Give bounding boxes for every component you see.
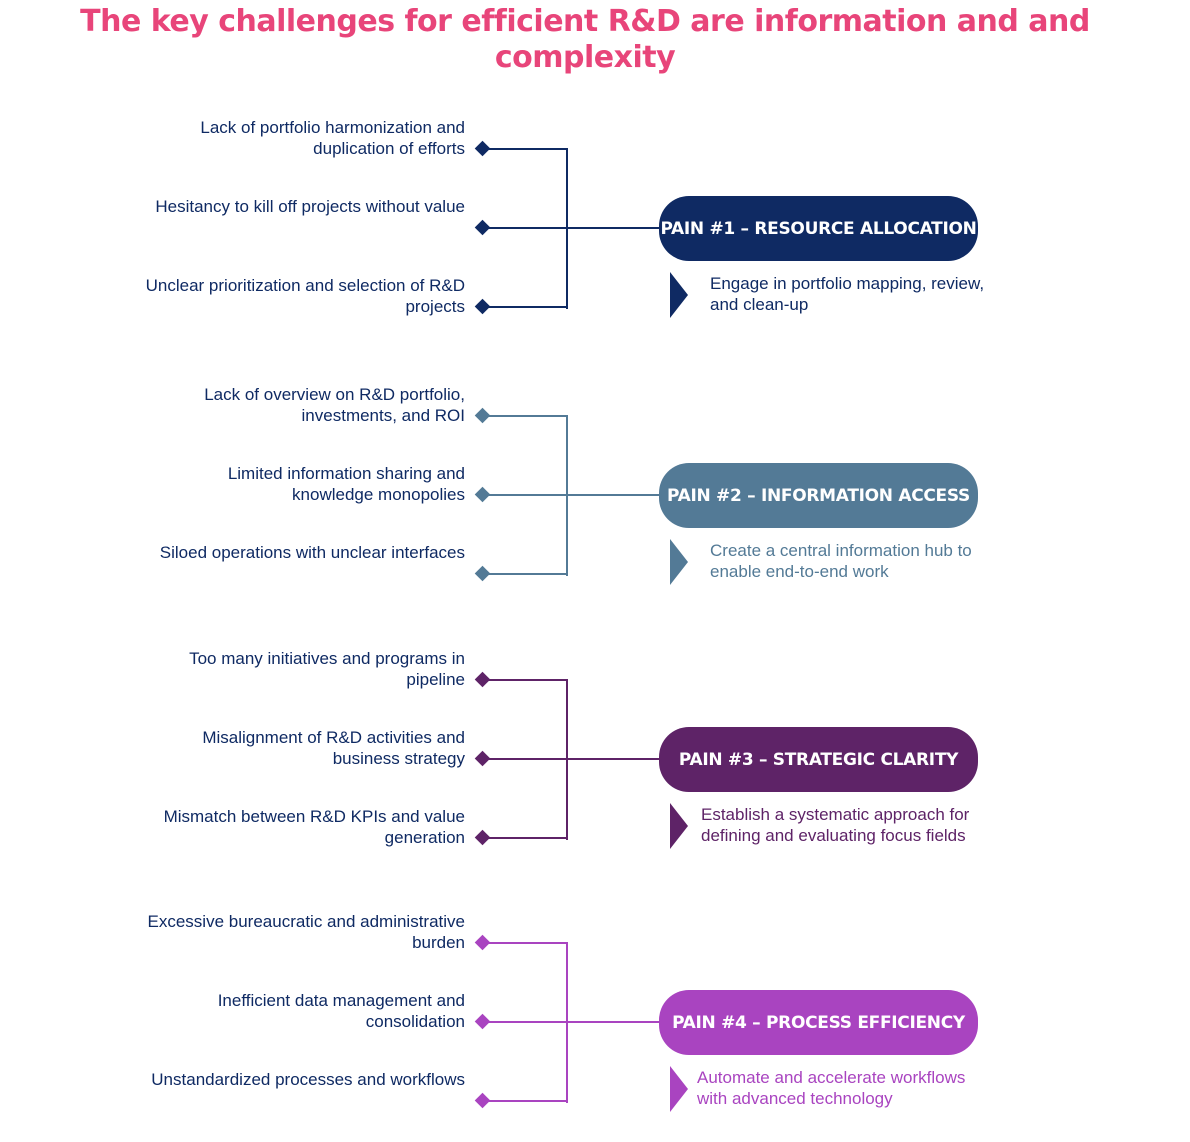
arrow-right-icon	[670, 539, 688, 585]
bracket-line	[566, 415, 568, 576]
bracket-line	[566, 148, 568, 309]
solution-text: Automate and accelerate workflows with a…	[697, 1068, 966, 1108]
connector-line	[485, 837, 568, 839]
connector-line	[485, 227, 660, 229]
connector-line	[485, 573, 568, 575]
connector-line	[485, 758, 660, 760]
arrow-right-icon	[670, 803, 688, 849]
connector-line	[485, 1021, 660, 1023]
arrow-right-icon	[670, 272, 688, 318]
connector-line	[485, 942, 568, 944]
connector-line	[485, 306, 568, 308]
pain-label: PAIN #1 – RESOURCE ALLOCATION	[659, 196, 978, 261]
arrow-right-icon	[670, 1066, 688, 1112]
challenge-item: Lack of portfolio harmonization and dupl…	[200, 118, 465, 158]
page-title: The key challenges for efficient R&D are…	[80, 4, 1090, 75]
pain-label: PAIN #2 – INFORMATION ACCESS	[659, 463, 978, 528]
solution-text: Create a central information hub to enab…	[710, 541, 972, 581]
connector-line	[485, 415, 568, 417]
pain-label: PAIN #4 – PROCESS EFFICIENCY	[659, 990, 978, 1055]
challenge-item: Misalignment of R&D activities and busin…	[202, 728, 465, 768]
bracket-line	[566, 942, 568, 1103]
pain-section-4: Excessive bureaucratic and administrativ…	[0, 902, 1190, 1142]
challenge-item: Siloed operations with unclear interface…	[159, 543, 465, 562]
challenge-item: Excessive bureaucratic and administrativ…	[147, 912, 465, 952]
solution-text: Engage in portfolio mapping, review, and…	[710, 274, 985, 314]
challenge-item: Lack of overview on R&D portfolio, inves…	[204, 385, 465, 425]
pain-label: PAIN #3 – STRATEGIC CLARITY	[659, 727, 978, 792]
challenge-item: Hesitancy to kill off projects without v…	[155, 197, 465, 216]
challenge-item: Limited information sharing and knowledg…	[227, 464, 465, 504]
challenge-item: Inefficient data management and consolid…	[217, 991, 465, 1031]
challenge-item: Unclear prioritization and selection of …	[145, 276, 465, 316]
pain-section-2: Lack of overview on R&D portfolio, inves…	[0, 375, 1190, 615]
connector-line	[485, 1100, 568, 1102]
pain-section-3: Too many initiatives and programs in pip…	[0, 639, 1190, 879]
connector-line	[485, 679, 568, 681]
challenge-item: Too many initiatives and programs in pip…	[189, 649, 465, 689]
solution-text: Establish a systematic approach for defi…	[701, 805, 970, 845]
connector-line	[485, 148, 568, 150]
challenge-item: Unstandardized processes and workflows	[151, 1070, 465, 1089]
challenge-item: Mismatch between R&D KPIs and value gene…	[163, 807, 465, 847]
pain-section-1: Lack of portfolio harmonization and dupl…	[0, 108, 1190, 348]
bracket-line	[566, 679, 568, 840]
connector-line	[485, 494, 660, 496]
